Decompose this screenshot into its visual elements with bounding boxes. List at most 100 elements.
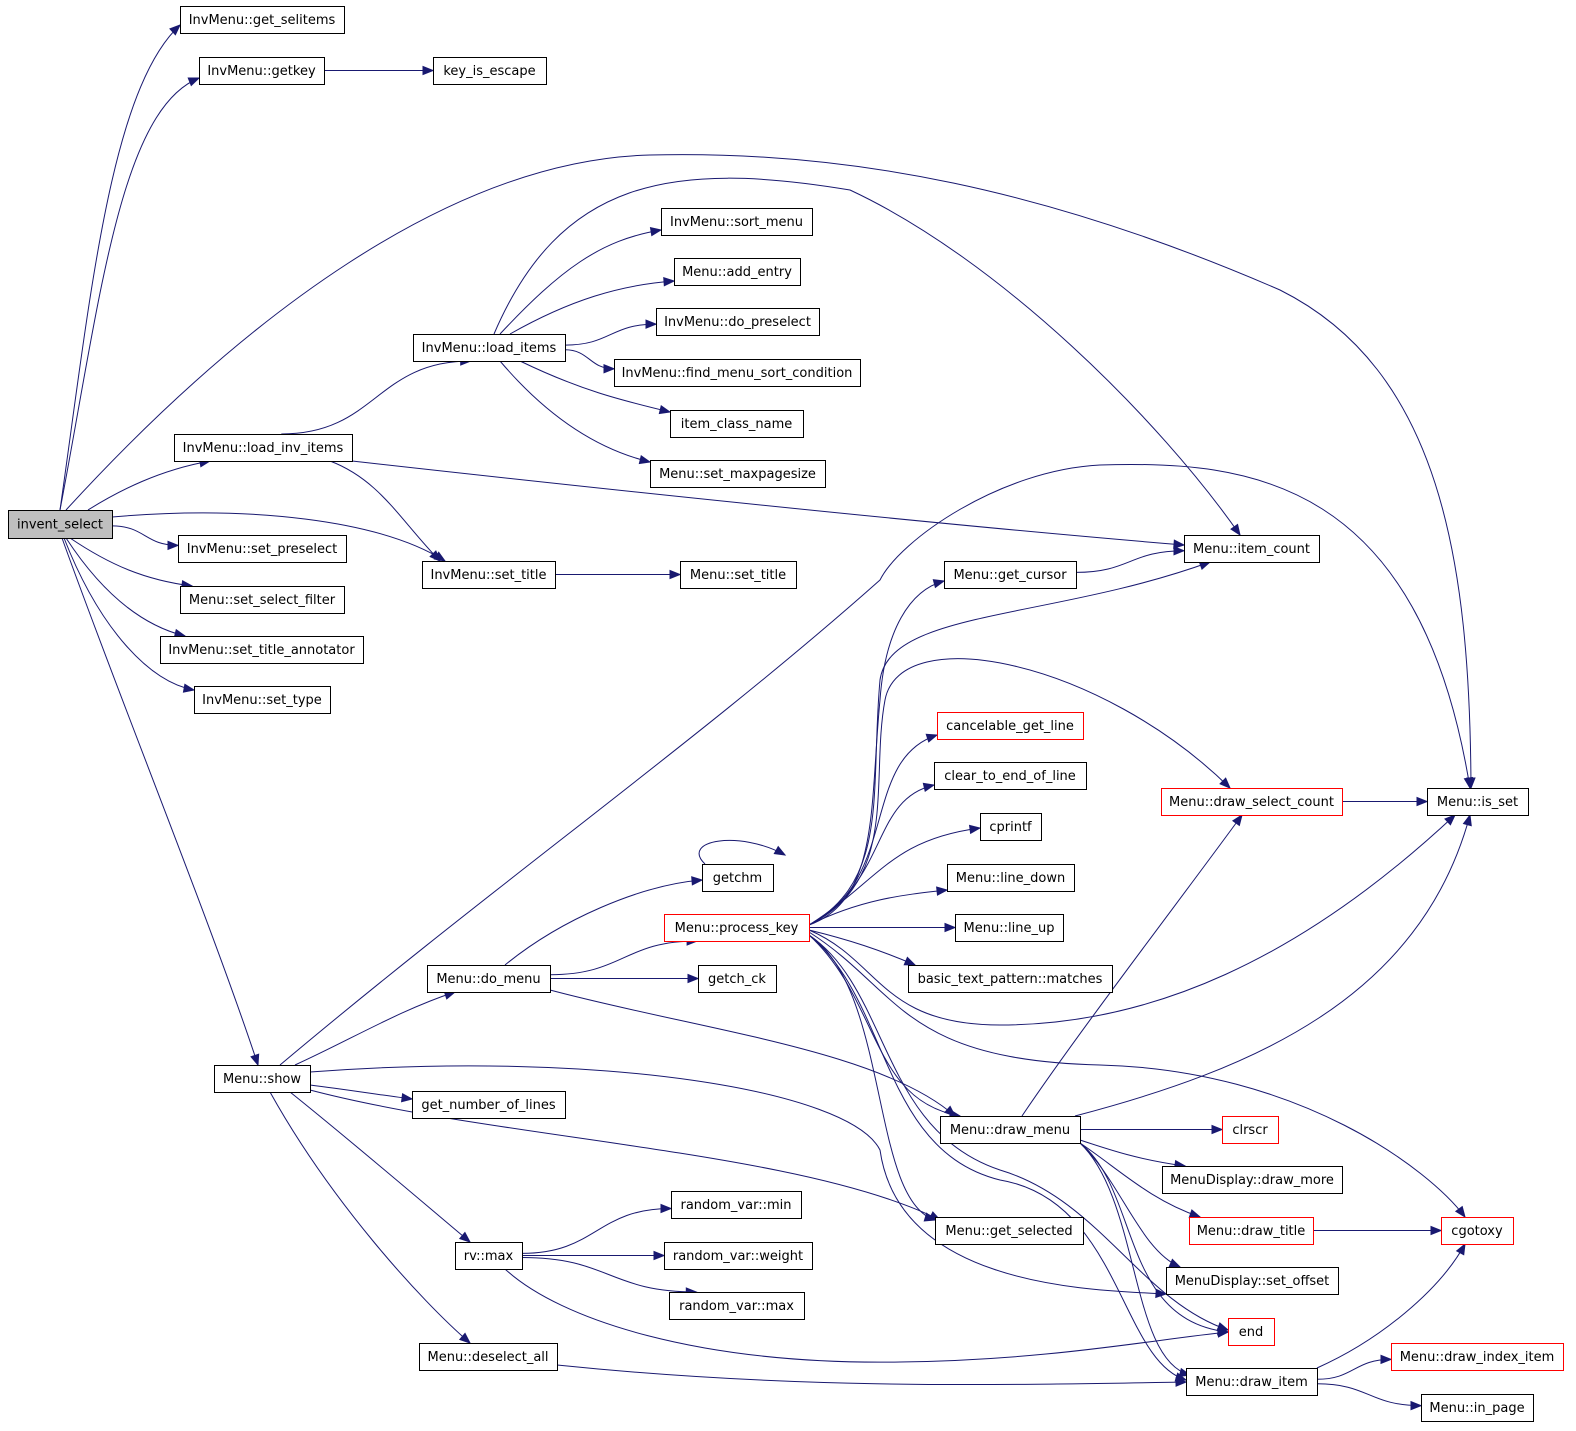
node-menu-deselect-all[interactable]: Menu::deselect_all — [419, 1343, 558, 1371]
node-inv-set-type[interactable]: InvMenu::set_type — [194, 686, 331, 714]
node-menu-in-page[interactable]: Menu::in_page — [1421, 1394, 1534, 1422]
node-inv-set-preselect[interactable]: InvMenu::set_preselect — [178, 535, 347, 563]
node-inv-set-title[interactable]: InvMenu::set_title — [422, 561, 556, 589]
edge-arrowhead — [1211, 1124, 1224, 1135]
node-menu-do-menu[interactable]: Menu::do_menu — [427, 965, 551, 993]
node-item-class-name[interactable]: item_class_name — [670, 410, 804, 438]
node-menu-draw-index-item[interactable]: Menu::draw_index_item — [1391, 1343, 1564, 1371]
node-menu-draw-select-count[interactable]: Menu::draw_select_count — [1161, 788, 1343, 816]
edge-arrowhead — [400, 1092, 414, 1103]
node-inv-get-selitems[interactable]: InvMenu::get_selitems — [180, 6, 345, 34]
node-box — [1184, 535, 1320, 563]
node-menu-get-selected[interactable]: Menu::get_selected — [935, 1217, 1084, 1245]
edge-arrowhead — [936, 886, 949, 896]
node-menu-set-maxpagesize[interactable]: Menu::set_maxpagesize — [650, 460, 826, 488]
node-menu-add-entry[interactable]: Menu::add_entry — [674, 258, 801, 286]
edge-rv_max-to-random_var_min — [521, 1208, 672, 1254]
edge-menu_process_key-to-cprintf — [808, 827, 981, 926]
node-menu-line-up[interactable]: Menu::line_up — [955, 914, 1064, 942]
edge-menu_show-to-md_set_offset — [309, 1065, 1167, 1295]
node-menu-process-key[interactable]: Menu::process_key — [664, 914, 810, 942]
node-box — [698, 965, 777, 993]
node-menu-draw-title[interactable]: Menu::draw_title — [1189, 1217, 1314, 1245]
node-box — [433, 57, 547, 85]
node-label: random_var::weight — [673, 1249, 803, 1264]
node-cgotoxy[interactable]: cgotoxy — [1441, 1217, 1514, 1245]
node-inv-sort-menu[interactable]: InvMenu::sort_menu — [661, 208, 813, 236]
node-menu-set-select-filter[interactable]: Menu::set_select_filter — [180, 586, 345, 614]
edge-arrowhead — [603, 364, 616, 374]
node-invent-select[interactable]: invent_select — [8, 510, 113, 539]
node-inv-load-items[interactable]: InvMenu::load_items — [413, 334, 566, 362]
node-label: Menu::is_set — [1437, 795, 1518, 810]
node-box — [670, 410, 804, 438]
node-menu-item-count[interactable]: Menu::item_count — [1184, 535, 1320, 563]
edge-menu_process_key-to-menu_item_count — [808, 561, 1211, 926]
edge-menu_do_menu-to-getchm — [504, 879, 703, 966]
node-random-var-weight[interactable]: random_var::weight — [664, 1242, 813, 1270]
node-label: invent_select — [17, 518, 103, 533]
node-menu-draw-menu[interactable]: Menu::draw_menu — [940, 1116, 1081, 1144]
edge-arrowhead — [1188, 1209, 1202, 1219]
node-label: cancelable_get_line — [946, 719, 1074, 734]
edge-arrowhead — [1463, 776, 1473, 790]
edge-menu_draw_menu-to-md_set_offset — [1079, 1142, 1181, 1268]
edge-arrowhead — [932, 579, 946, 589]
node-inv-find-sort[interactable]: InvMenu::find_menu_sort_condition — [614, 359, 861, 387]
edge-inv_load_items-to-inv_sort_menu — [499, 229, 662, 335]
node-box — [194, 686, 331, 714]
node-label: clrscr — [1232, 1123, 1268, 1138]
node-label: key_is_escape — [443, 64, 535, 79]
node-box — [214, 1065, 311, 1093]
node-random-var-min[interactable]: random_var::min — [671, 1191, 802, 1219]
node-box — [680, 561, 797, 589]
edge-invent_select-to-inv_load_inv_items — [87, 460, 211, 511]
node-clrscr[interactable]: clrscr — [1222, 1116, 1279, 1144]
node-menu-set-title[interactable]: Menu::set_title — [680, 561, 797, 589]
node-get-number-of-lines[interactable]: get_number_of_lines — [412, 1091, 566, 1119]
node-inv-load-inv-items[interactable]: InvMenu::load_inv_items — [174, 434, 353, 462]
node-label: random_var::min — [681, 1198, 792, 1213]
edge-arrowhead — [1173, 545, 1186, 556]
node-menu-is-set[interactable]: Menu::is_set — [1427, 788, 1529, 816]
node-label: Menu::draw_title — [1197, 1224, 1306, 1239]
edge-getchm-to-getchm — [698, 839, 786, 865]
node-cprintf[interactable]: cprintf — [980, 813, 1042, 841]
node-clear-to-end-of-line[interactable]: clear_to_end_of_line — [934, 762, 1087, 790]
node-md-draw-more[interactable]: MenuDisplay::draw_more — [1162, 1166, 1343, 1194]
node-menu-draw-item[interactable]: Menu::draw_item — [1186, 1368, 1318, 1396]
edge-arrowhead — [458, 1332, 472, 1344]
node-key-is-escape[interactable]: key_is_escape — [433, 57, 547, 85]
node-label: InvMenu::get_selitems — [189, 13, 336, 28]
node-end[interactable]: end — [1228, 1318, 1275, 1346]
node-menu-show[interactable]: Menu::show — [214, 1065, 311, 1093]
edge-arrowhead — [669, 569, 682, 580]
edge-arrowhead — [422, 65, 435, 76]
node-rv-max[interactable]: rv::max — [455, 1242, 523, 1270]
edge-arrowhead — [1410, 1400, 1423, 1411]
node-box — [908, 965, 1113, 993]
node-cancelable-get-line[interactable]: cancelable_get_line — [937, 712, 1084, 740]
node-menu-get-cursor[interactable]: Menu::get_cursor — [944, 561, 1077, 589]
node-random-var-max[interactable]: random_var::max — [669, 1292, 805, 1320]
node-getchm[interactable]: getchm — [702, 864, 774, 892]
node-btp-matches[interactable]: basic_text_pattern::matches — [908, 965, 1113, 993]
edge-arrowhead — [968, 824, 982, 835]
node-box — [427, 965, 551, 993]
node-inv-set-title-annotator[interactable]: InvMenu::set_title_annotator — [160, 636, 364, 664]
node-md-set-offset[interactable]: MenuDisplay::set_offset — [1166, 1267, 1339, 1295]
node-box — [702, 864, 774, 892]
node-menu-line-down[interactable]: Menu::line_down — [947, 864, 1075, 892]
edge-arrowhead — [903, 956, 917, 966]
edge-invent_select-to-inv_set_type — [63, 537, 195, 691]
node-label: Menu::draw_menu — [950, 1123, 1070, 1138]
node-box — [1186, 1368, 1318, 1396]
node-label: InvMenu::find_menu_sort_condition — [622, 366, 853, 381]
node-getch-ck[interactable]: getch_ck — [698, 965, 777, 993]
node-inv-do-preselect[interactable]: InvMenu::do_preselect — [656, 308, 820, 336]
edge-inv_load_items-to-menu_add_entry — [509, 280, 675, 335]
edge-menu_process_key-to-menu_draw_item — [808, 934, 1187, 1381]
node-label: InvMenu::do_preselect — [664, 315, 811, 330]
node-inv-getkey[interactable]: InvMenu::getkey — [199, 57, 325, 85]
